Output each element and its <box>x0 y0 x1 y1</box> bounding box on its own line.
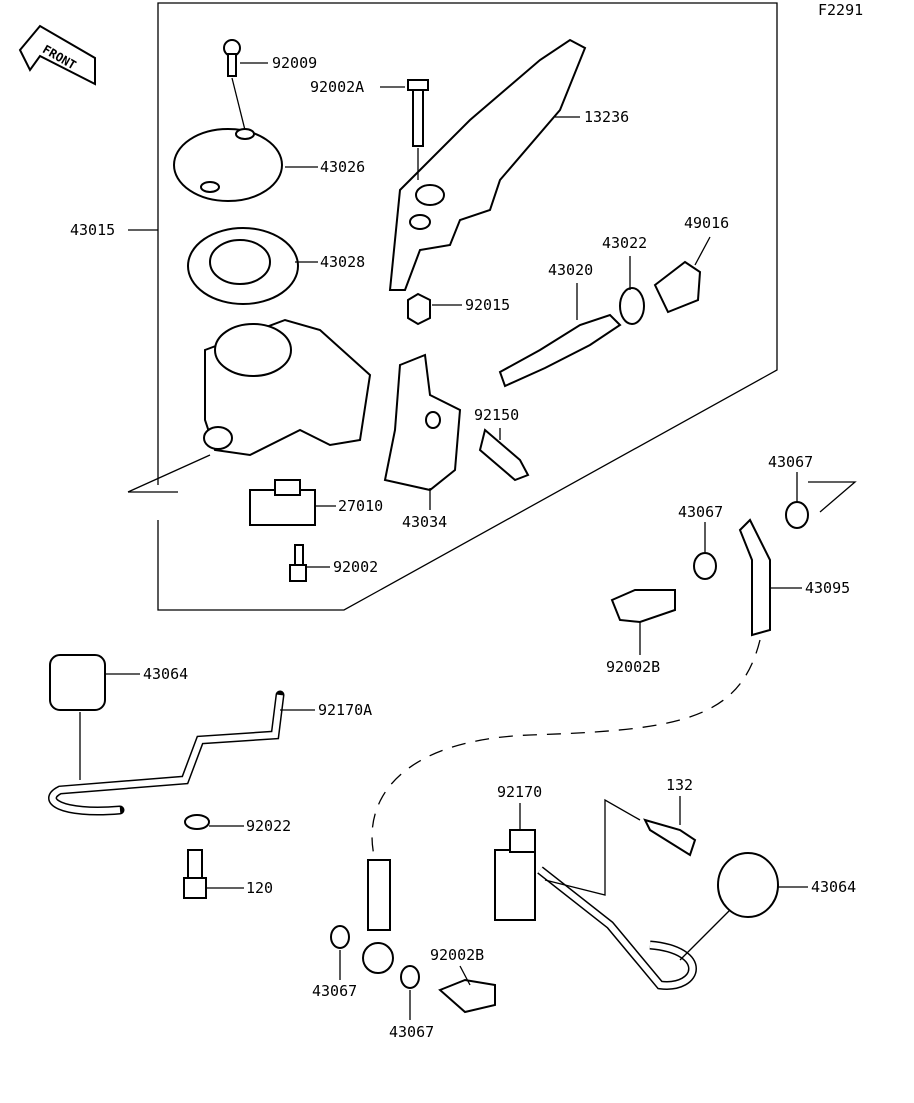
part-label: 92002A <box>310 78 364 96</box>
part-label: 43034 <box>402 513 447 531</box>
nut-92015 <box>407 292 431 326</box>
part-label: 43064 <box>143 665 188 683</box>
front-arrow-icon: FRONT <box>18 24 96 86</box>
bolt-92150 <box>478 428 530 482</box>
part-label: 120 <box>246 879 273 897</box>
bolt-92002A <box>407 79 429 180</box>
part-label: 27010 <box>338 497 383 515</box>
holder-43034 <box>383 353 462 492</box>
boot-49016 <box>653 260 702 314</box>
part-label: 43067 <box>312 982 357 1000</box>
part-label: 43028 <box>320 253 365 271</box>
part-label: 92170A <box>318 701 372 719</box>
cap-43026 <box>173 128 283 202</box>
grommet-43064 <box>49 654 106 780</box>
screw-92009 <box>223 39 246 131</box>
hose-end <box>362 859 394 974</box>
part-label: 43026 <box>320 158 365 176</box>
washer-43067 <box>693 501 809 580</box>
part-label: 43095 <box>805 579 850 597</box>
hose-fitting-43095 <box>738 518 771 637</box>
part-label: 92002 <box>333 558 378 576</box>
part-labels: 92009 92002A 13236 43026 43015 43028 490… <box>70 54 856 1041</box>
part-label: 92170 <box>497 783 542 801</box>
part-label: 92022 <box>246 817 291 835</box>
part-label: 43067 <box>768 453 813 471</box>
part-label: 49016 <box>684 214 729 232</box>
part-label: 43020 <box>548 261 593 279</box>
part-label: 43064 <box>811 878 856 896</box>
lever-13236 <box>388 38 587 291</box>
clamp-92170 <box>494 829 536 921</box>
part-label: 92015 <box>465 296 510 314</box>
circlip-43022 <box>619 287 645 325</box>
part-label: 13236 <box>584 108 629 126</box>
diagram-code: F2291 <box>818 1 863 19</box>
master-cylinder-body <box>203 318 372 457</box>
part-label: 43022 <box>602 234 647 252</box>
switch-27010 <box>249 479 316 526</box>
bolt-92002B <box>610 589 676 624</box>
part-label: 43067 <box>389 1023 434 1041</box>
part-label: 43015 <box>70 221 115 239</box>
part-label: 132 <box>666 776 693 794</box>
part-label: 92002B <box>606 658 660 676</box>
assembly-frame <box>157 2 778 611</box>
part-label: 92009 <box>272 54 317 72</box>
screw-92002 <box>289 544 307 582</box>
diaphragm-43028 <box>187 227 299 305</box>
part-label: 92150 <box>474 406 519 424</box>
part-label: 43067 <box>678 503 723 521</box>
piston-43020 <box>498 313 622 388</box>
part-label: 92002B <box>430 946 484 964</box>
